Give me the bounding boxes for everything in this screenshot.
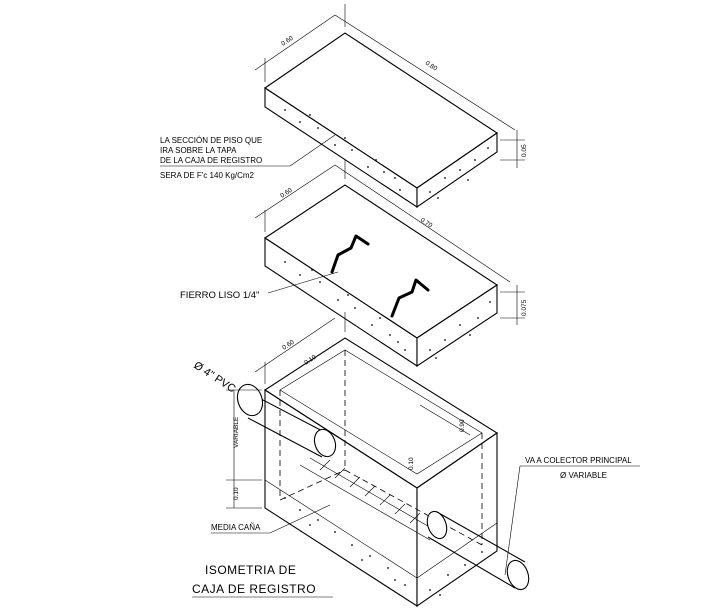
lid-slab: 0.60 0.70 0.075 <box>254 160 528 368</box>
floor-note-line3: DE LA CAJA DE REGISTRO <box>160 156 262 165</box>
title-line1: ISOMETRIA DE <box>205 563 296 577</box>
box-base-hatch <box>284 497 483 596</box>
media-cana-note: MEDIA CAÑA <box>211 504 331 534</box>
lid-thickness-dim: 0.075 <box>521 299 528 316</box>
registry-box: 0.60 0.10 0.90 0.10 VARIABLE 0.10 <box>226 312 530 608</box>
title-line2: CAJA DE REGISTRO <box>192 582 316 596</box>
floor-note-line2: IRA SOBRE LA TAPA <box>160 146 237 155</box>
inlet-pipe <box>236 383 337 458</box>
outlet-note: VA A COLECTOR PRINCIPAL Ø VARIABLE <box>504 456 640 576</box>
rebar-handle-2 <box>390 278 430 318</box>
media-cana-channel <box>299 457 441 541</box>
pipe-inlet-label: Ø 4" PVC <box>191 359 237 395</box>
lid-concrete-hatch <box>284 261 491 359</box>
top-slab-width-dim: 0.60 <box>280 35 295 48</box>
box-inner-dim: 0.10 <box>408 457 415 470</box>
box-length-dim: 0.90 <box>459 419 466 432</box>
top-slab-concrete-hatch <box>284 109 489 199</box>
box-base-dim: 0.10 <box>233 487 240 500</box>
rebar-note: FIERRO LISO 1/4" <box>180 271 339 301</box>
outlet-note-line1: VA A COLECTOR PRINCIPAL <box>525 456 632 465</box>
rebar-note-text: FIERRO LISO 1/4" <box>180 290 259 301</box>
floor-note-line4: SERA DE F'c 140 Kg/Cm2 <box>160 171 255 180</box>
box-height-dim: VARIABLE <box>233 416 240 448</box>
outlet-pipe <box>426 510 530 591</box>
top-slab-thickness-dim: 0.05 <box>521 144 528 157</box>
floor-section-note: LA SECCIÓN DE PISO QUE IRA SOBRE LA TAPA… <box>160 134 336 180</box>
rebar-handle-1 <box>330 234 370 274</box>
floor-note-line1: LA SECCIÓN DE PISO QUE <box>160 136 262 145</box>
top-slab: 0.60 0.80 0.05 <box>254 4 528 209</box>
lid-length-dim: 0.70 <box>419 217 434 230</box>
top-slab-length-dim: 0.80 <box>424 60 439 73</box>
drawing-title: ISOMETRIA DE CAJA DE REGISTRO <box>192 563 333 598</box>
media-cana-text: MEDIA CAÑA <box>211 523 261 532</box>
outlet-note-line2: Ø VARIABLE <box>560 471 607 480</box>
lid-width-dim: 0.60 <box>279 187 294 200</box>
